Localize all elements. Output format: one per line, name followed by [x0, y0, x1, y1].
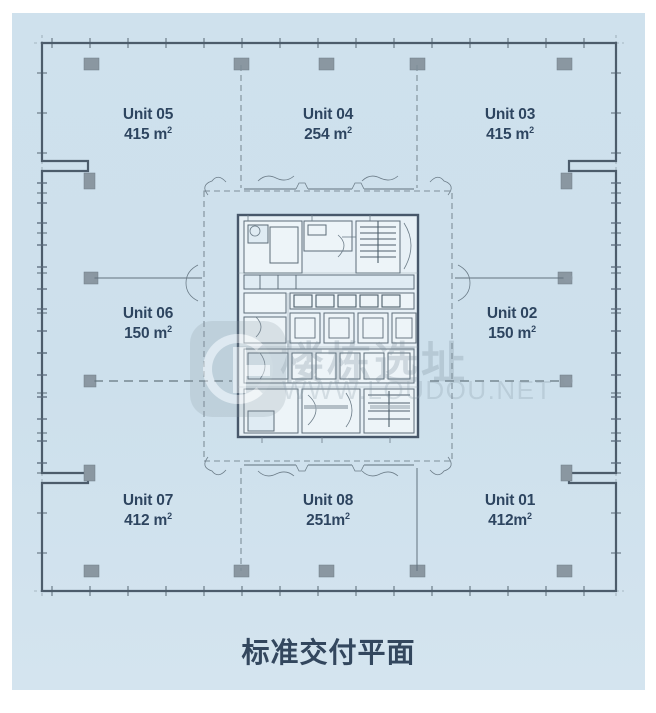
unit-name: Unit 07: [122, 492, 174, 509]
unit-name: Unit 04: [302, 106, 354, 123]
unit-area: 412m2: [488, 510, 532, 529]
unit-name: Unit 06: [122, 305, 174, 322]
core-upper: [243, 215, 415, 290]
unit-name: Unit 05: [122, 106, 174, 123]
elevator-cabs: [289, 312, 417, 344]
unit-label-unit-05: Unit 05 415 m2: [78, 105, 218, 145]
unit-area: 150 m2: [488, 323, 536, 342]
unit-label-unit-07: Unit 07 412 m2: [78, 491, 218, 531]
unit-name: Unit 03: [484, 106, 536, 123]
unit-label-unit-03: Unit 03 415 m2: [440, 105, 580, 145]
unit-area: 254 m2: [304, 124, 352, 143]
unit-area: 251m2: [306, 510, 350, 529]
floorplan-panel: .w { stroke:#4c5c6b; fill:none; } .w2 { …: [12, 13, 645, 690]
unit-label-unit-04: Unit 04 254 m2: [258, 105, 398, 145]
elevator-bank: [243, 292, 417, 344]
unit-area: 150 m2: [124, 323, 172, 342]
unit-area: 412 m2: [124, 510, 172, 529]
unit-name: Unit 01: [484, 492, 536, 509]
plan-caption: 标准交付平面: [241, 636, 416, 669]
perimeter-hatching: [37, 182, 621, 464]
unit-label-unit-01: Unit 01 412m2: [440, 491, 580, 531]
unit-area: 415 m2: [486, 124, 534, 143]
unit-name: Unit 08: [302, 492, 354, 509]
building-perimeter: [40, 41, 618, 593]
unit-dividers: [90, 65, 568, 571]
unit-label-unit-06: Unit 06 150 m2: [78, 304, 218, 344]
core-lower: [243, 348, 415, 443]
unit-name: Unit 02: [486, 305, 538, 322]
core-envelope: [185, 175, 471, 477]
unit-label-unit-02: Unit 02 150 m2: [442, 304, 582, 344]
core-detail-strokes: [238, 272, 418, 388]
unit-area: 415 m2: [124, 124, 172, 143]
center-axis-lines: [85, 273, 573, 386]
unit-label-unit-08: Unit 08 251m2: [258, 491, 398, 531]
floorplan-drawing: .w { stroke:#4c5c6b; fill:none; } .w2 { …: [34, 35, 624, 599]
